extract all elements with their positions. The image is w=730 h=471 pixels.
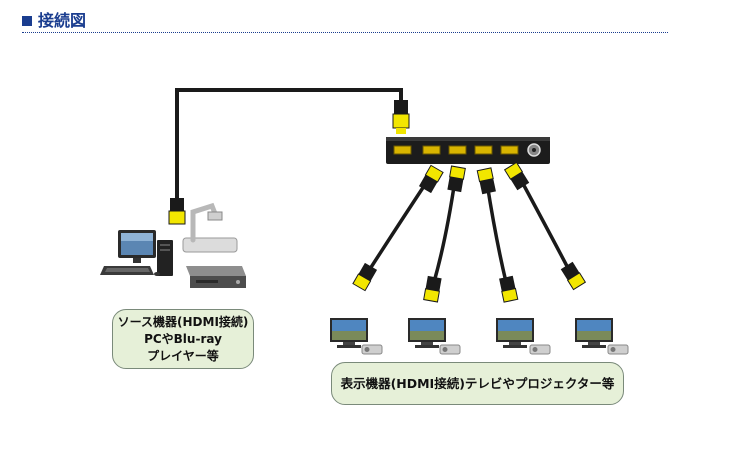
document-camera-icon <box>182 202 238 253</box>
hdmi-output-port-icon <box>474 145 493 155</box>
hdmi-output-port-icon <box>500 145 519 155</box>
input-cable-pc-connector <box>168 198 186 225</box>
input-hdmi-cable <box>175 88 403 200</box>
desktop-pc-icon <box>118 230 173 276</box>
projector-icon <box>607 344 629 355</box>
projector-icon <box>361 344 383 355</box>
tv-monitor-icon <box>408 318 446 348</box>
source-label-line2: PCやBlu-ray <box>144 331 222 346</box>
tv-monitor-icon <box>575 318 613 348</box>
display-devices-label: 表示機器(HDMI接続)テレビやプロジェクター等 <box>331 362 624 405</box>
keyboard-icon <box>100 266 160 276</box>
hdmi-input-port-icon <box>393 145 412 155</box>
section-heading: 接続図 <box>22 10 668 33</box>
source-label-line1: ソース機器(HDMI接続) <box>117 314 249 329</box>
output-hdmi-cable <box>423 165 466 303</box>
source-devices-label: ソース機器(HDMI接続) PCやBlu-ray プレイヤー等 <box>112 309 254 369</box>
projector-icon <box>529 344 551 355</box>
display-label-text: 表示機器(HDMI接続)テレビやプロジェクター等 <box>340 376 615 391</box>
output-hdmi-cable <box>503 161 587 291</box>
tv-monitor-icon <box>330 318 368 348</box>
hdmi-output-port-icon <box>422 145 441 155</box>
tv-monitor-icon <box>496 318 534 348</box>
output-hdmi-cable <box>476 167 519 303</box>
projector-icon <box>439 344 461 355</box>
heading-title: 接続図 <box>38 11 87 30</box>
source-label-line3: プレイヤー等 <box>147 348 219 363</box>
hdmi-splitter <box>386 137 550 164</box>
heading-bullet-icon <box>22 16 32 26</box>
blu-ray-player-icon <box>186 266 246 288</box>
hdmi-output-port-icon <box>448 145 467 155</box>
input-cable-splitter-connector <box>392 100 410 134</box>
output-hdmi-cable <box>352 164 444 292</box>
